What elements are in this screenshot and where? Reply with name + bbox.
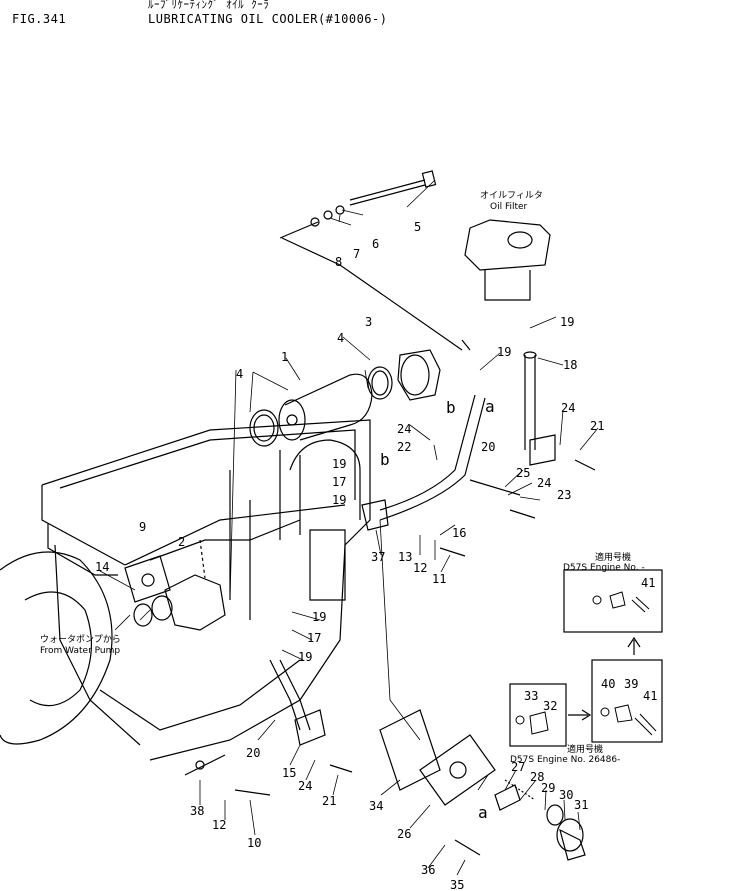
part-label-4: 4	[236, 367, 243, 381]
part-label-31: 31	[574, 798, 588, 812]
part-label-20: 20	[481, 440, 495, 454]
inset-box-1	[563, 569, 663, 633]
arrow-right-icon	[568, 709, 592, 721]
part-label-27: 27	[511, 760, 525, 774]
callout-labels: オイルフィルタ Oil Filter ウォータポンプから From Water …	[40, 190, 645, 822]
part-label-24: 24	[397, 422, 411, 436]
part-label-11: 11	[432, 572, 446, 586]
arrow-up-icon	[627, 636, 641, 655]
part-label-35: 35	[450, 878, 464, 891]
part-label-38: 38	[190, 804, 204, 818]
part-label-2: 2	[178, 535, 185, 549]
part-label-19: 19	[298, 650, 312, 664]
inset-boxes	[509, 569, 663, 747]
part-label-7: 7	[353, 247, 360, 261]
part-label-30: 30	[559, 788, 573, 802]
letter-b-middle: b	[380, 450, 390, 469]
part-label-41: 41	[643, 689, 657, 703]
part-label-24: 24	[561, 401, 575, 415]
part-label-37: 37	[371, 550, 385, 564]
inset-parts	[515, 591, 657, 736]
letter-b-top: b	[446, 398, 456, 417]
part-label-19: 19	[332, 457, 346, 471]
part-label-23: 23	[557, 488, 571, 502]
part-label-19: 19	[497, 345, 511, 359]
part-label-17: 17	[332, 475, 346, 489]
part-label-20: 20	[246, 746, 260, 760]
part-label-39: 39	[624, 677, 638, 691]
part-label-15: 15	[282, 766, 296, 780]
oil-filter-label: Oil Filter	[490, 202, 528, 212]
inset-box-2	[591, 659, 663, 743]
inset-box-1-caption-jp: 適用号機	[595, 551, 631, 563]
part-label-12: 12	[212, 818, 226, 832]
part-label-40: 40	[601, 677, 615, 691]
oil-filter-label-jp: オイルフィルタ	[480, 190, 543, 201]
title-japanese: ﾙｰﾌﾞﾘｹｰﾃｨﾝｸﾞ ｵｲﾙ ｸｰﾗ	[148, 0, 270, 11]
part-label-9: 9	[139, 520, 146, 534]
part-label-19: 19	[560, 315, 574, 329]
part-label-41: 41	[641, 576, 655, 590]
letter-a-top: a	[485, 397, 495, 416]
part-label-24: 24	[537, 476, 551, 490]
part-label-16: 16	[452, 526, 466, 540]
cooler-assembly-drawing	[184, 170, 596, 861]
part-label-22: 22	[397, 440, 411, 454]
part-label-4: 4	[337, 331, 344, 345]
part-label-13: 13	[398, 550, 412, 564]
water-pump-label: From Water Pump	[40, 646, 120, 656]
inset-box-1-caption: D57S Engine No. -	[563, 563, 645, 573]
part-label-3: 3	[365, 315, 372, 329]
part-label-1: 1	[281, 350, 288, 364]
inset-box-3	[509, 683, 567, 747]
letter-a-bottom: a	[478, 803, 488, 822]
part-label-10: 10	[247, 836, 261, 850]
part-label-21: 21	[322, 794, 336, 808]
part-label-18: 18	[563, 358, 577, 372]
part-label-25: 25	[516, 466, 530, 480]
part-label-29: 29	[541, 781, 555, 795]
part-label-34: 34	[369, 799, 383, 813]
part-label-12: 12	[413, 561, 427, 575]
water-pump-label-jp: ウォータポンプから	[40, 634, 121, 645]
part-label-21: 21	[590, 419, 604, 433]
part-number-labels: 1 2 3 4 4 5 6 7 8 9 10 11 12 12 13 14 15…	[95, 220, 657, 891]
inset-box-2-caption-jp: 適用号機	[567, 743, 603, 755]
part-label-5: 5	[414, 220, 421, 234]
part-label-19: 19	[332, 493, 346, 507]
engine-block-drawing	[0, 419, 371, 761]
part-label-19: 19	[312, 610, 326, 624]
part-label-36: 36	[421, 863, 435, 877]
part-label-14: 14	[95, 560, 109, 574]
page-title: LUBRICATING OIL COOLER(#10006-)	[148, 12, 388, 26]
figure-number: FIG.341	[12, 12, 67, 26]
part-label-24: 24	[298, 779, 312, 793]
part-label-33: 33	[524, 689, 538, 703]
part-label-32: 32	[543, 699, 557, 713]
part-label-6: 6	[372, 237, 379, 251]
part-label-8: 8	[335, 255, 342, 269]
leader-lines	[99, 179, 599, 876]
part-label-26: 26	[397, 827, 411, 841]
inset-box-2-caption: D57S Engine No. 26486-	[510, 755, 620, 765]
part-label-17: 17	[307, 631, 321, 645]
part-label-28: 28	[530, 770, 544, 784]
